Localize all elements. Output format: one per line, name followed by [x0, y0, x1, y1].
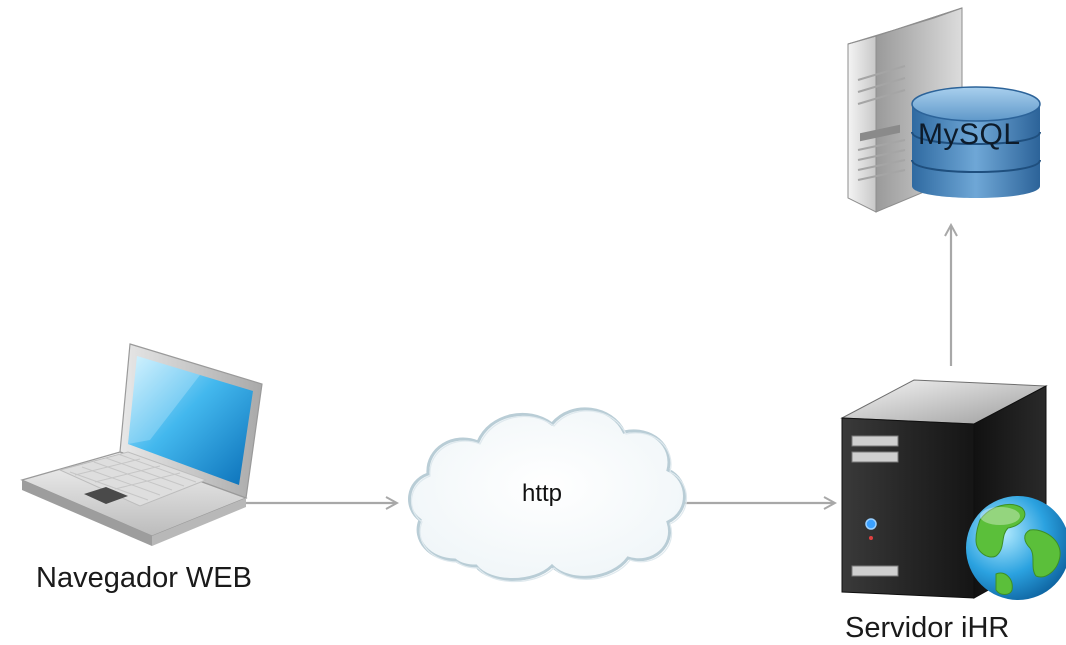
browser-label: Navegador WEB — [36, 562, 252, 594]
mysql-label: MySQL — [918, 118, 1021, 151]
server-label: Servidor iHR — [845, 612, 1010, 644]
http-label: http — [522, 480, 563, 507]
laptop-icon — [20, 343, 263, 546]
database-server-icon — [847, 7, 1041, 213]
web-server-icon — [840, 379, 1066, 600]
cloud-icon — [408, 407, 687, 583]
